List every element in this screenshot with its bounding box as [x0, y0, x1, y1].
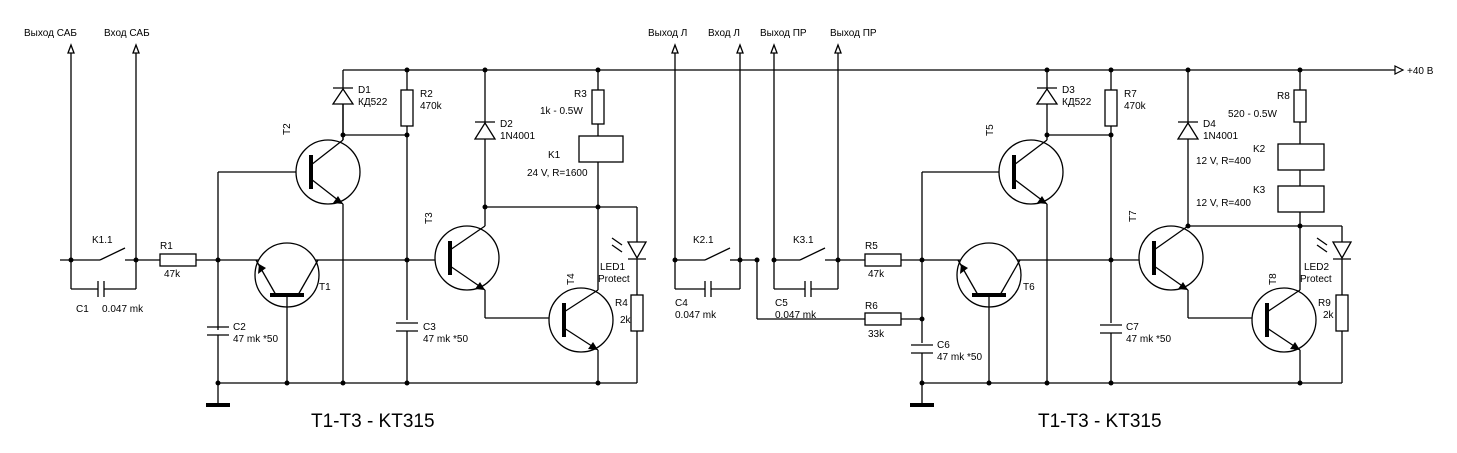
t2-label: T2 [282, 123, 293, 135]
label-out-pr-2: Выход ПР [830, 28, 877, 39]
d4-value: 1N4001 [1203, 131, 1238, 142]
k3-value: 12 V, R=400 [1196, 198, 1251, 209]
r7-label: R7 [1124, 89, 1137, 100]
junction-dots [68, 67, 1303, 386]
c3-value: 47 mk *50 [423, 334, 468, 345]
mid-labels: K2.1 C4 0.047 mk K3.1 C5 0.047 mk R5 47k… [675, 235, 885, 340]
t8-label: T8 [1268, 273, 1279, 285]
led1-label: LED1 [600, 262, 625, 273]
right-labels: C6 47 mk *50 T6 T5 D3 КД522 R7 470k C7 4… [937, 85, 1335, 432]
k1-value: 24 V, R=1600 [527, 168, 588, 179]
r7-value: 470k [1124, 101, 1147, 112]
r3-value: 1k - 0.5W [540, 106, 583, 117]
label-supply: +40 В [1407, 66, 1434, 77]
label-out-sab: Выход САБ [24, 28, 77, 39]
mid-stage [674, 247, 1047, 326]
r9-label: R9 [1318, 298, 1331, 309]
r8-label: R8 [1277, 91, 1290, 102]
led2-value: Protect [1300, 274, 1332, 285]
right-caption: T1-T3 - KT315 [1038, 411, 1162, 432]
c5-label: C5 [775, 298, 788, 309]
label-out-l: Выход Л [648, 28, 687, 39]
k2-value: 12 V, R=400 [1196, 156, 1251, 167]
left-stage [60, 70, 648, 407]
c1-value: 0.047 mk [102, 304, 144, 315]
r1-value: 47k [164, 269, 181, 280]
supply-arrow-icon [1394, 65, 1405, 75]
c6-value: 47 mk *50 [937, 352, 982, 363]
t3-label: T3 [424, 212, 435, 224]
label-out-pr-1: Выход ПР [760, 28, 807, 39]
r8-value: 520 - 0.5W [1228, 109, 1277, 120]
terminal-labels: Выход САБ Вход САБ Выход Л Вход Л Выход … [24, 28, 1434, 77]
k1-label: K1 [548, 150, 561, 161]
r3-label: R3 [574, 89, 587, 100]
left-labels: K1.1 R1 47k C1 0.047 mk C2 47 mk *50 T1 … [76, 85, 632, 432]
r4-label: R4 [615, 298, 628, 309]
c7-label: C7 [1126, 322, 1139, 333]
r5-value: 47k [868, 269, 885, 280]
c1-label: C1 [76, 304, 89, 315]
r6-value: 33k [868, 329, 885, 340]
d1-value: КД522 [358, 97, 388, 108]
left-caption: T1-T3 - KT315 [311, 411, 435, 432]
terminal-arrows [67, 43, 842, 260]
t1-label: T1 [319, 282, 331, 293]
d3-value: КД522 [1062, 97, 1092, 108]
supply-rail [343, 65, 1405, 75]
r2-value: 470k [420, 101, 443, 112]
k2-label: K2 [1253, 144, 1266, 155]
r6-label: R6 [865, 301, 878, 312]
c4-value: 0.047 mk [675, 310, 717, 321]
d4-label: D4 [1203, 119, 1216, 130]
c6-label: C6 [937, 340, 950, 351]
d1-label: D1 [358, 85, 371, 96]
right-stage [910, 70, 1353, 407]
label-in-sab: Вход САБ [104, 28, 150, 39]
c2-label: C2 [233, 322, 246, 333]
c7-value: 47 mk *50 [1126, 334, 1171, 345]
c2-value: 47 mk *50 [233, 334, 278, 345]
r2-label: R2 [420, 89, 433, 100]
d2-value: 1N4001 [500, 131, 535, 142]
t5-label: T5 [985, 124, 996, 136]
d2-label: D2 [500, 119, 513, 130]
k31-label: K3.1 [793, 235, 814, 246]
c5-value: 0.047 mk [775, 310, 817, 321]
r5-label: R5 [865, 241, 878, 252]
d3-label: D3 [1062, 85, 1075, 96]
k3-label: K3 [1253, 185, 1266, 196]
k21-label: K2.1 [693, 235, 714, 246]
r1-label: R1 [160, 241, 173, 252]
t6-label: T6 [1023, 282, 1035, 293]
c4-label: C4 [675, 298, 688, 309]
r9-value: 2k [1323, 310, 1335, 321]
led1-value: Protect [598, 274, 630, 285]
led2-label: LED2 [1304, 262, 1329, 273]
k11-label: K1.1 [92, 235, 113, 246]
c3-label: C3 [423, 322, 436, 333]
r4-value: 2k [620, 315, 632, 326]
label-in-l: Вход Л [708, 28, 740, 39]
t7-label: T7 [1128, 210, 1139, 222]
t4-label: T4 [566, 273, 577, 285]
